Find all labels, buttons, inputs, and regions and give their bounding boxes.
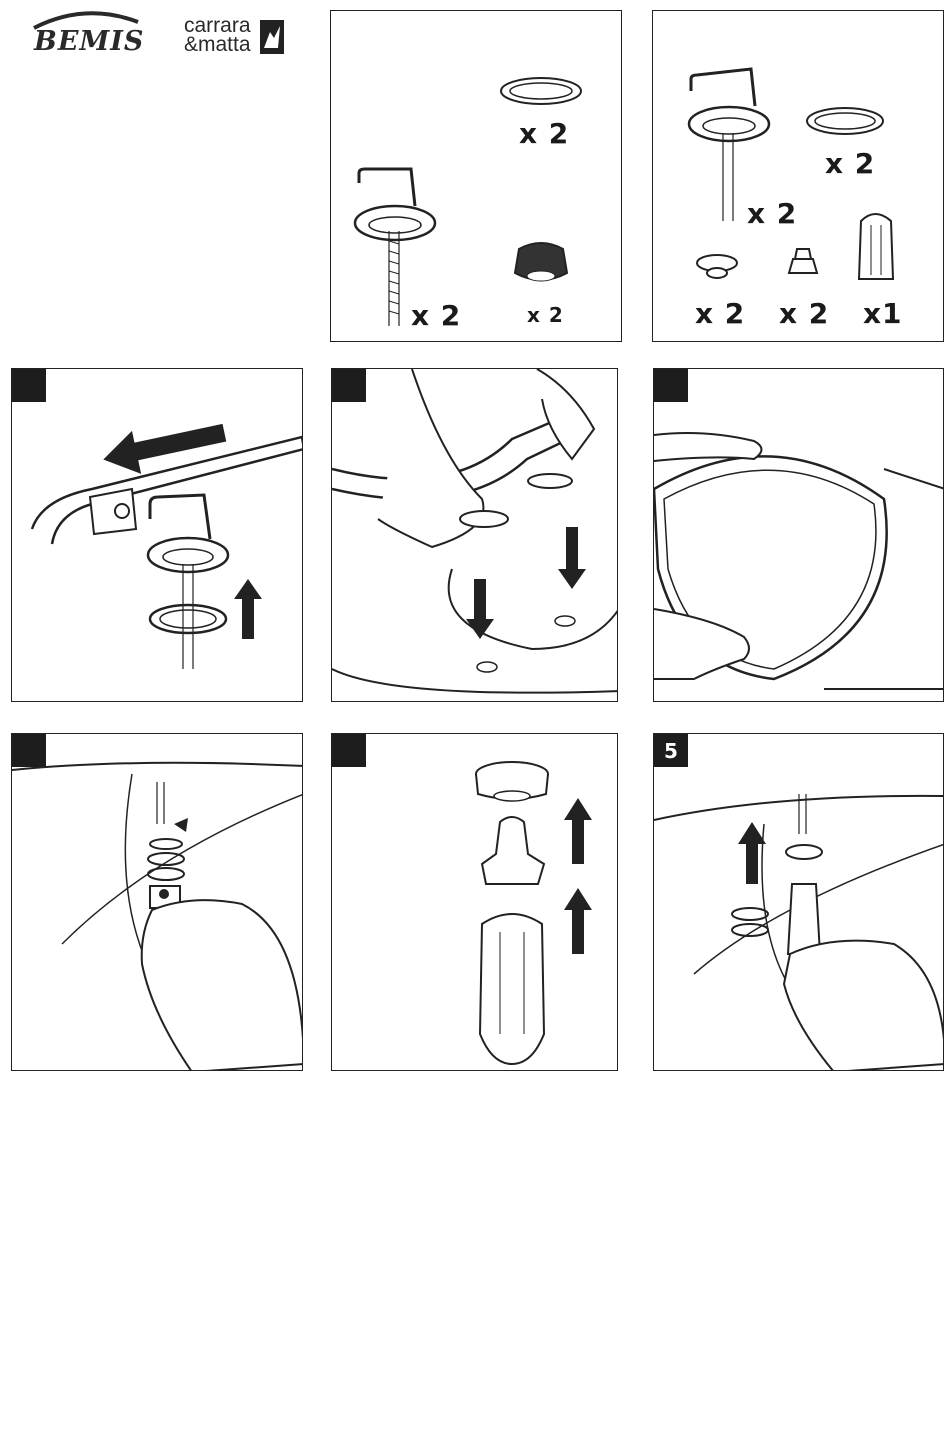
step-5b-drawing [654,734,944,1071]
cone-quantity: x 2 [695,297,745,330]
parts-b-drawing [653,11,944,342]
parts-a-drawing [331,11,622,342]
step-3-drawing [654,369,944,702]
insert-quantity: x 2 [779,297,829,330]
step-1-drawing [12,369,303,702]
nut-quantity: x 2 [527,303,564,327]
washer-quantity: x 2 [825,147,875,180]
step-3-panel [653,368,944,702]
tool-quantity: x1 [863,297,903,330]
parts-panel-b: x 2 x 2 x 2 x 2 x1 [652,10,944,342]
parts-panel-a: x 2 x 2 x 2 [330,10,622,342]
washer-quantity: x 2 [519,117,569,150]
step-5b-panel: 5 [653,733,944,1071]
step-4-panel [11,733,303,1071]
step-1-panel [11,368,303,702]
step-2-drawing [332,369,618,702]
step-2-panel [331,368,618,702]
step-5a-panel [331,733,618,1071]
step-5a-drawing [332,734,618,1071]
bemis-logo-text: BEMIS [34,26,144,57]
hinge-bolt-quantity: x 2 [747,197,797,230]
hinge-bolt-quantity: x 2 [411,299,461,332]
matta-text: &matta [184,35,251,54]
unicorn-icon [258,18,288,58]
step-4-drawing [12,734,303,1071]
